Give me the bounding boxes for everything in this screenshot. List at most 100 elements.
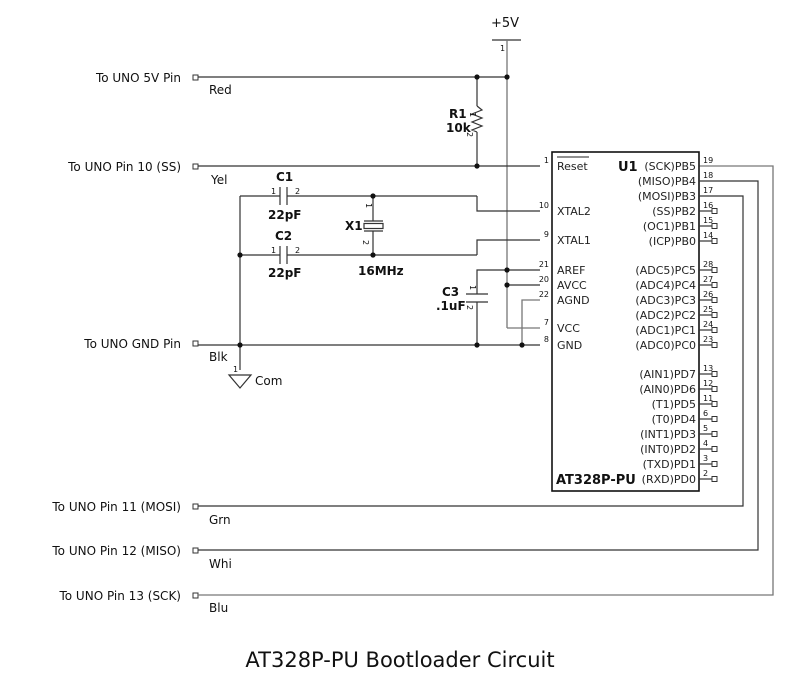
junction-dot xyxy=(370,252,376,258)
terminal-icon xyxy=(192,340,199,347)
pin-name: (T1)PD5 xyxy=(652,398,696,411)
junctions xyxy=(237,74,525,348)
terminal-icon xyxy=(192,547,199,554)
pin-num: 1 xyxy=(271,246,276,255)
pin-name: AGND xyxy=(557,294,590,307)
pin-num: 2 xyxy=(465,132,474,137)
wires xyxy=(198,40,774,596)
connector-label: To UNO 5V Pin xyxy=(95,71,181,85)
resistor-icon xyxy=(470,105,484,133)
capacitor-c1: C1 22pF 1 2 xyxy=(268,170,302,222)
wire-color-label: Blu xyxy=(209,601,228,615)
pin-num: 12 xyxy=(703,379,713,388)
chip-pin-adc1pc1: (ADC1)PC1 24 xyxy=(635,320,718,337)
chip-body xyxy=(551,151,700,492)
connector-pin10: To UNO Pin 10 (SS) Yel xyxy=(67,160,227,187)
ground-pin-num: 1 xyxy=(233,365,238,374)
no-connect-terminal-icon xyxy=(711,208,718,214)
pin-name: (ADC3)PC3 xyxy=(635,294,696,307)
pin-num: 17 xyxy=(703,186,713,195)
chip-pin-xtal1: 9 XTAL1 xyxy=(544,230,591,247)
connector-label: To UNO Pin 13 (SCK) xyxy=(58,589,181,603)
pin-num: 1 xyxy=(364,203,373,208)
junction-dot xyxy=(504,267,510,273)
pin-name: (ADC1)PC1 xyxy=(635,324,696,337)
connector-label: To UNO Pin 12 (MISO) xyxy=(51,544,181,558)
component-ref: C3 xyxy=(442,285,459,299)
no-connect-terminal-icon xyxy=(711,476,718,482)
power-pin-num: 1 xyxy=(500,44,505,53)
pin-name: (RXD)PD0 xyxy=(642,473,696,486)
pin-num: 16 xyxy=(703,201,713,210)
pin-name: AREF xyxy=(557,264,585,277)
component-value: .1uF xyxy=(436,299,466,313)
no-connect-terminal-icon xyxy=(711,461,718,467)
connector-label: To UNO Pin 11 (MOSI) xyxy=(51,500,181,514)
wire-color-label: Grn xyxy=(209,513,231,527)
pin-name: (AIN0)PD6 xyxy=(639,383,696,396)
wire-color-label: Whi xyxy=(209,557,232,571)
pin-num: 26 xyxy=(703,290,713,299)
pin-name: XTAL2 xyxy=(557,205,591,218)
connector-pin12: To UNO Pin 12 (MISO) Whi xyxy=(51,544,231,571)
no-connect-terminal-icon xyxy=(711,223,718,229)
connector-pin13: To UNO Pin 13 (SCK) Blu xyxy=(58,589,228,615)
crystal-body xyxy=(363,222,384,230)
connector-gnd: To UNO GND Pin Blk xyxy=(83,337,227,364)
no-connect-terminal-icon xyxy=(711,312,718,318)
pin-name: AVCC xyxy=(557,279,587,292)
pin-name: (ADC4)PC4 xyxy=(635,279,696,292)
no-connect-terminal-icon xyxy=(711,431,718,437)
component-value: 16MHz xyxy=(358,264,404,278)
wire-aref xyxy=(476,269,540,294)
chip-pin-ain0pd6: (AIN0)PD6 12 xyxy=(639,379,718,396)
pin-num: 19 xyxy=(703,156,713,165)
pin-name: XTAL1 xyxy=(557,234,591,247)
pin-num: 2 xyxy=(295,187,300,196)
capacitor-c3: C3 .1uF 1 2 xyxy=(436,285,488,313)
pin-num: 9 xyxy=(544,230,549,239)
chip-pin-adc3pc3: (ADC3)PC3 26 xyxy=(635,290,718,307)
pin-num: 24 xyxy=(703,320,713,329)
junction-dot xyxy=(474,74,480,80)
pin-num: 2 xyxy=(295,246,300,255)
pin-num: 18 xyxy=(703,171,713,180)
pin-num: 22 xyxy=(539,290,549,299)
terminal-icon xyxy=(192,503,199,510)
pin-num: 13 xyxy=(703,364,713,373)
junction-dot xyxy=(237,342,243,348)
capacitor-c2: C2 22pF 1 2 xyxy=(268,229,302,280)
junction-dot xyxy=(474,342,480,348)
pin-num: 2 xyxy=(465,305,474,310)
wire-miso xyxy=(198,180,759,551)
pin-num: 2 xyxy=(361,240,370,245)
junction-dot xyxy=(504,282,510,288)
chip-part: AT328P-PU xyxy=(556,473,636,488)
diagram-title: AT328P-PU Bootloader Circuit xyxy=(245,648,554,672)
no-connect-terminal-icon xyxy=(711,371,718,377)
connector-pin11: To UNO Pin 11 (MOSI) Grn xyxy=(51,500,230,527)
wire-xtal2 xyxy=(476,196,540,212)
pin-num: 1 xyxy=(468,285,477,290)
no-connect-terminal-icon xyxy=(711,416,718,422)
component-ref: C2 xyxy=(275,229,292,243)
no-connect-terminal-icon xyxy=(711,282,718,288)
component-value: 22pF xyxy=(268,266,302,280)
no-connect-terminal-icon xyxy=(711,401,718,407)
junction-dot xyxy=(519,342,525,348)
no-connect-terminal-icon xyxy=(711,327,718,333)
no-connect-terminal-icon xyxy=(711,446,718,452)
